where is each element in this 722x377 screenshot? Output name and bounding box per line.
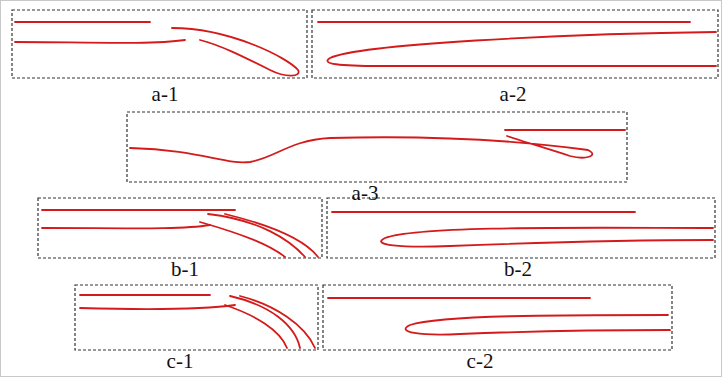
panel-label: a-3 <box>352 183 379 204</box>
panel-label: a-2 <box>500 84 527 105</box>
panel-label: a-1 <box>152 84 179 105</box>
panel-label: b-2 <box>504 259 532 280</box>
panel-label: b-1 <box>171 259 199 280</box>
crack-curves <box>15 22 716 348</box>
panel-label: c-2 <box>467 351 494 372</box>
panel-frames <box>12 10 718 350</box>
panel-label: c-1 <box>167 351 194 372</box>
